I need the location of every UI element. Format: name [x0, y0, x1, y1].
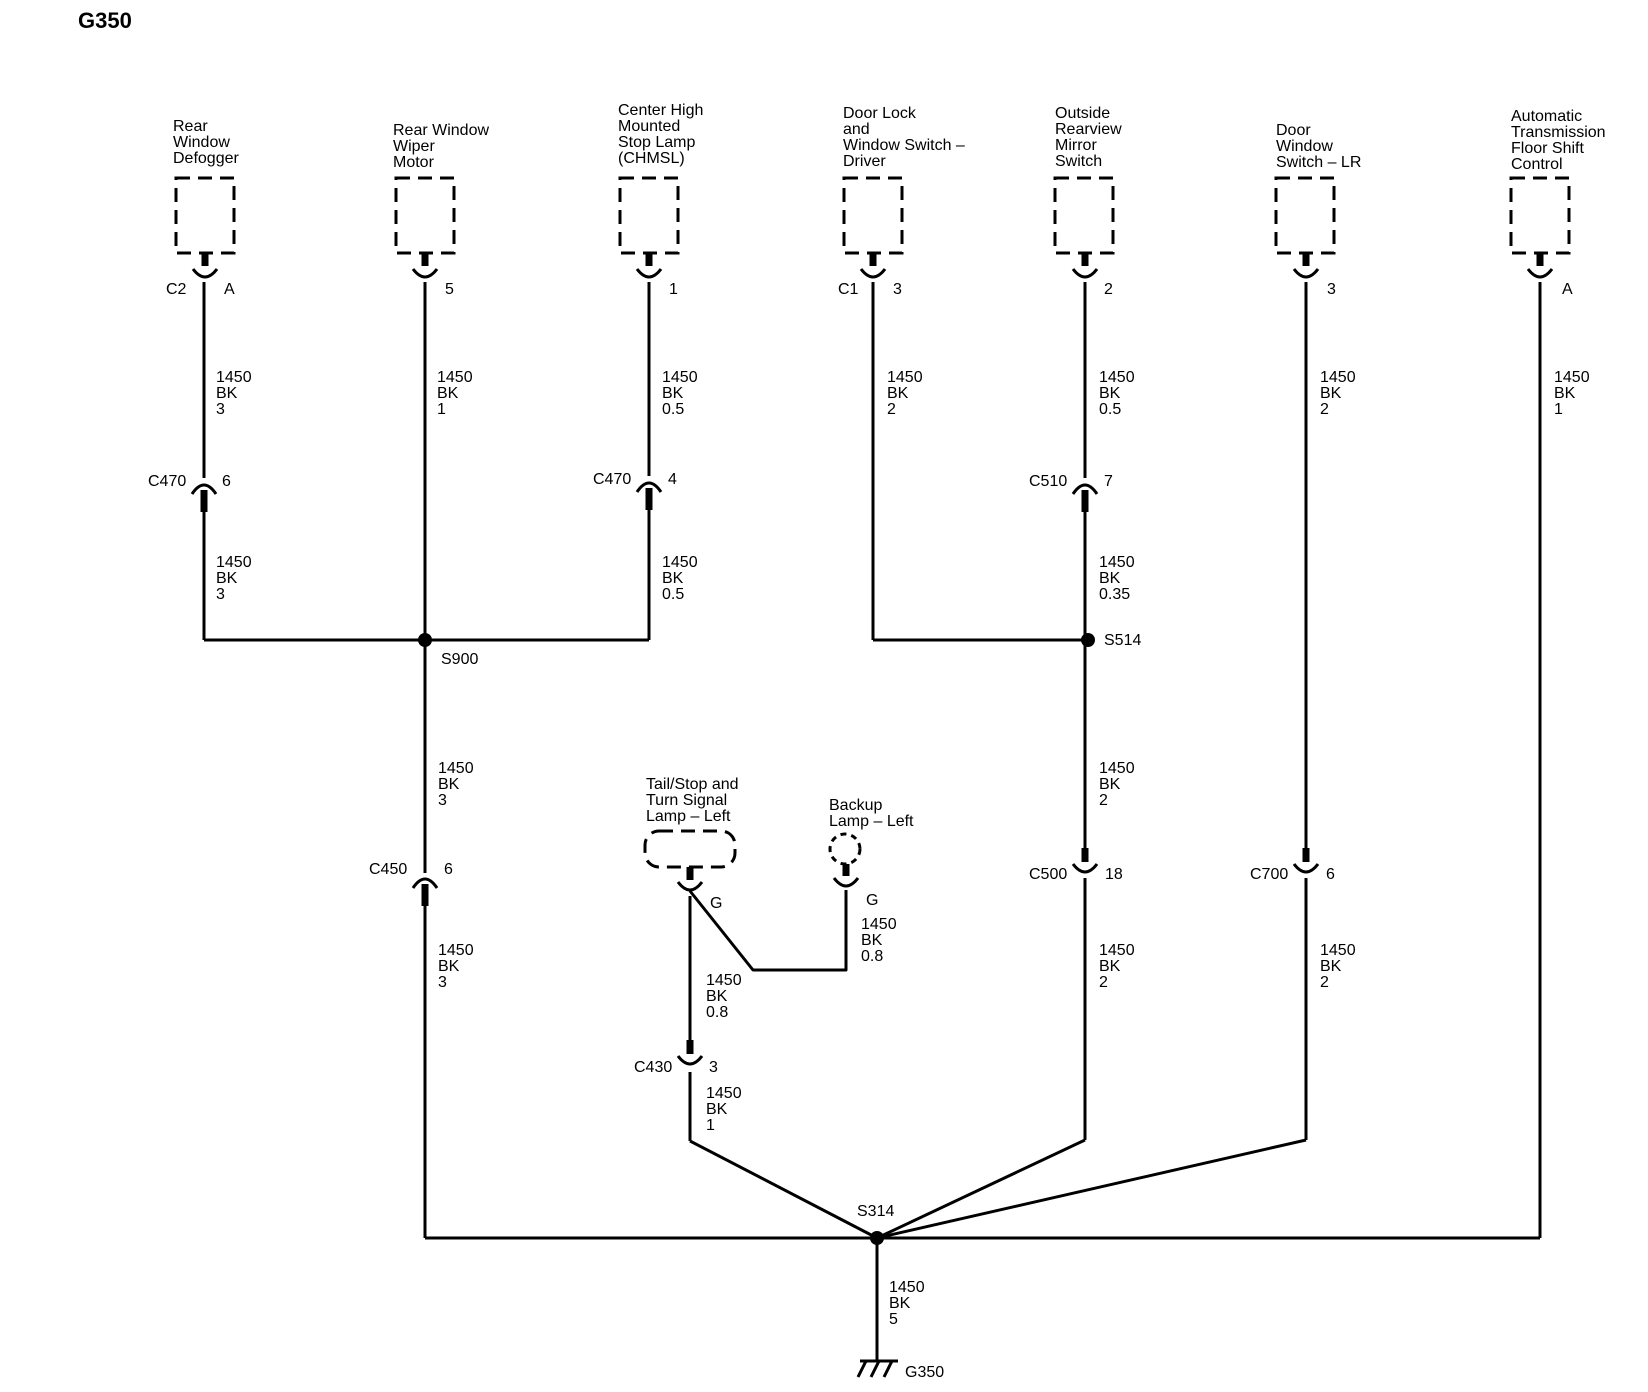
component-automatic-transmission-floor-shift	[1509, 176, 1571, 255]
connector-name-c470b: C470	[593, 471, 631, 488]
connector-name-dlws: C1	[838, 281, 859, 298]
connector-symbols	[190, 253, 1554, 1066]
connector-name-c470a: C470	[148, 473, 186, 490]
component-label-door-window-switch-lr: Door Window Switch – LR	[1276, 122, 1361, 171]
connector-pin-c700: 6	[1326, 866, 1335, 883]
connector-pin-rwd: A	[224, 281, 235, 298]
connector-pin-c430: 3	[709, 1059, 718, 1076]
splice-label-s900: S900	[441, 651, 478, 668]
connector-pin-chmsl: 1	[669, 281, 678, 298]
ground-icon	[856, 1359, 898, 1378]
connector-pin-c470b: 4	[668, 471, 677, 488]
connector-pin-c470a: 6	[222, 473, 231, 490]
component-door-lock-window-switch-driver	[842, 176, 904, 255]
component-backup-lamp-left	[828, 832, 862, 866]
connector-pin-tsl: G	[710, 895, 722, 912]
connector-pin-c450: 6	[444, 861, 453, 878]
splice-dot-s314	[870, 1231, 884, 1245]
component-label-rear-window-wiper-motor: Rear Window Wiper Motor	[393, 122, 493, 171]
component-label-outside-rearview-mirror-switch: Outside Rearview Mirror Switch	[1055, 105, 1126, 170]
connector-name-c450: C450	[369, 861, 407, 878]
ground-label: G350	[905, 1364, 944, 1381]
component-label-door-lock-window-switch-driver: Door Lock and Window Switch – Driver	[843, 105, 969, 170]
component-label-rear-window-defogger: Rear Window Defogger	[173, 118, 239, 167]
connector-name-rwd: C2	[166, 281, 187, 298]
connector-pin-c510: 7	[1104, 473, 1113, 490]
component-rear-window-wiper-motor	[394, 176, 456, 255]
splice-dot-s900	[418, 633, 432, 647]
connector-name-c430: C430	[634, 1059, 672, 1076]
component-label-automatic-transmission-floor-shift: Automatic Transmission Floor Shift Contr…	[1511, 108, 1610, 173]
splice-dot-s514	[1081, 633, 1095, 647]
connector-pin-dws: 3	[1327, 281, 1336, 298]
component-rear-window-defogger	[174, 176, 236, 255]
connector-pin-atfs: A	[1562, 281, 1573, 298]
connector-pin-dlws: 3	[893, 281, 902, 298]
splice-label-s514: S514	[1104, 632, 1141, 649]
connector-pin-rwm: 5	[445, 281, 454, 298]
splice-label-s314: S314	[857, 1203, 894, 1220]
component-label-tail-stop-turn-lamp-left: Tail/Stop and Turn Signal Lamp – Left	[646, 776, 743, 825]
connector-name-c500: C500	[1029, 866, 1067, 883]
component-label-backup-lamp-left: Backup Lamp – Left	[829, 797, 914, 830]
connector-name-c700: C700	[1250, 866, 1288, 883]
connector-pin-bul: G	[866, 892, 878, 909]
wires	[202, 282, 1542, 1361]
component-tail-stop-turn-lamp-left	[643, 829, 737, 869]
component-door-window-switch-lr	[1274, 176, 1336, 255]
connector-pin-orms: 2	[1104, 281, 1113, 298]
component-outside-rearview-mirror-switch	[1053, 176, 1115, 255]
component-label-chmsl: Center High Mounted Stop Lamp (CHMSL)	[618, 102, 708, 167]
connector-labels: C2 A 5 1 C1 3 2 3 A C470 6 C470 4 C510 7…	[148, 281, 1573, 1076]
diagram-title: G350	[78, 8, 132, 33]
connector-pin-c500: 18	[1105, 866, 1123, 883]
component-chmsl	[618, 176, 680, 255]
connector-name-c510: C510	[1029, 473, 1067, 490]
